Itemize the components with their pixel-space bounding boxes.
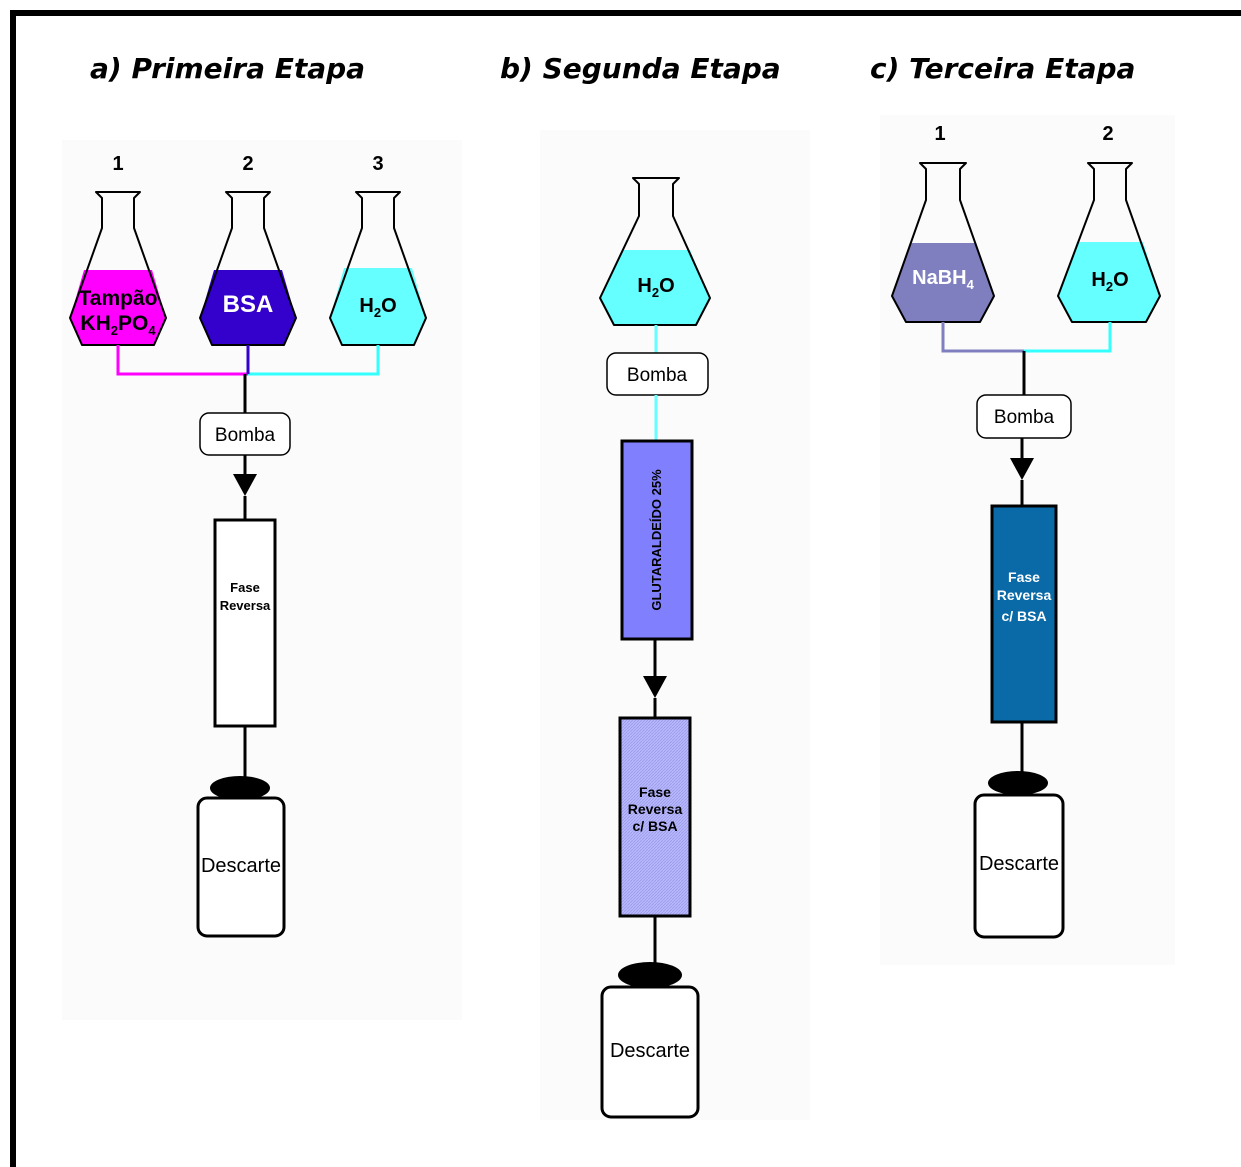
stage-a-column	[213, 518, 277, 728]
flask-outline	[69, 191, 167, 346]
flask-liquid	[600, 250, 710, 325]
stage-b: H2O Bomba GLUTARALDEÍDO 25% Fase Reversa…	[599, 177, 711, 1119]
stage-b-column	[618, 716, 692, 918]
stage-a-tube-water	[248, 345, 380, 376]
flask-label: NaBH4	[912, 267, 974, 292]
stage-c-flask-number-1: 1	[934, 123, 945, 145]
flask-outline	[329, 191, 427, 346]
stage-b-waste-cap	[618, 962, 682, 988]
figure-frame	[10, 10, 1241, 1167]
stage-b-pump-label: Bomba	[627, 365, 688, 386]
stage-c-column	[990, 504, 1058, 724]
stage-b-reagent-label: GLUTARALDEÍDO 25%	[649, 469, 664, 611]
flask-outline	[599, 177, 711, 326]
stage-b-column-label-line2: Reversa	[628, 801, 683, 817]
flask-outline	[891, 162, 995, 323]
stage-b-flow-arrow	[643, 676, 667, 698]
stage-b-waste-label: Descarte	[610, 1040, 690, 1062]
stage-b-title: b) Segunda Etapa	[500, 52, 781, 85]
stage-c-column-label-line1: Fase	[1008, 569, 1040, 585]
stage-b-column-label-line1: Fase	[639, 784, 671, 800]
stage-a-tube-buffer	[116, 345, 248, 376]
stage-a-flask-2: BSA	[199, 191, 297, 346]
stage-b-waste-bottle	[600, 985, 700, 1119]
stage-a-flask-number-1: 1	[112, 153, 123, 175]
stage-c: 1 2 NaBH4 H2O Bomba Fase Reversa c/ BSA	[891, 123, 1161, 939]
stage-a-waste-bottle	[196, 796, 286, 938]
flask-liquid	[200, 270, 296, 345]
stage-c-waste-label: Descarte	[979, 853, 1059, 875]
stage-a-title: a) Primeira Etapa	[90, 52, 366, 85]
stage-c-title: c) Terceira Etapa	[870, 52, 1136, 85]
stage-b-reagent-column	[620, 439, 694, 641]
flask-liquid	[892, 243, 994, 322]
stage-a-flow-arrow	[233, 474, 257, 496]
flask-liquid	[70, 270, 166, 345]
stage-a: 1 2 3 Tampão KH2PO4 BSA H2O Bomba	[69, 153, 427, 938]
stage-a-waste-cap	[210, 776, 270, 800]
stage-c-pump-label: Bomba	[994, 407, 1055, 428]
stage-c-flask-1: NaBH4	[891, 162, 995, 323]
stage-a-pump-label: Bomba	[215, 425, 276, 446]
stage-c-column-label-line2: Reversa	[997, 587, 1052, 603]
stage-a-flask-3: H2O	[329, 191, 427, 346]
flask-liquid	[1058, 242, 1160, 322]
stage-c-flask-number-2: 2	[1102, 123, 1113, 145]
stage-a-column-label-line2: Reversa	[220, 598, 271, 613]
flask-label-line1: Tampão	[79, 287, 158, 310]
stage-c-waste-bottle	[973, 793, 1065, 939]
stage-b-column-label-line3: c/ BSA	[632, 818, 677, 834]
flask-label: H2O	[637, 275, 674, 300]
flask-label: H2O	[1091, 269, 1128, 294]
stage-c-flow-arrow	[1010, 458, 1034, 480]
flask-outline	[1057, 162, 1161, 323]
stage-a-flask-1: Tampão KH2PO4	[69, 191, 167, 346]
stage-a-flask-number-3: 3	[372, 153, 383, 175]
stage-a-column-label-line1: Fase	[230, 580, 260, 595]
flask-label-line2: KH2PO4	[80, 312, 156, 338]
stage-c-column-label-line3: c/ BSA	[1001, 608, 1046, 624]
flask-outline	[199, 191, 297, 346]
flask-liquid	[330, 268, 426, 345]
stage-b-flask: H2O	[599, 177, 711, 326]
flask-label: H2O	[359, 295, 396, 320]
stage-a-flask-number-2: 2	[242, 153, 253, 175]
stage-a-waste-label: Descarte	[201, 855, 281, 877]
stage-c-tube-nabh4	[941, 322, 1024, 353]
stage-c-waste-cap	[988, 771, 1048, 795]
stage-c-flask-2: H2O	[1057, 162, 1161, 323]
flask-label: BSA	[223, 291, 274, 318]
stage-c-pump	[976, 394, 1072, 439]
stage-c-tube-water	[1024, 322, 1112, 353]
